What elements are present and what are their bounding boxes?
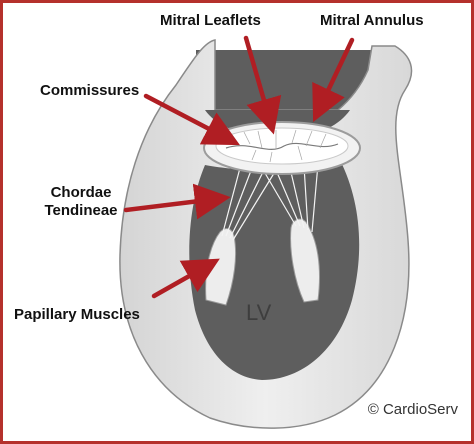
arrow-chordae-tendineae bbox=[123, 183, 231, 220]
arrow-papillary-muscles bbox=[151, 258, 220, 299]
label-chordae-line1: Chordae bbox=[50, 184, 112, 201]
arrow-commissures bbox=[143, 93, 240, 146]
label-papillary-muscles: Papillary Muscles bbox=[14, 306, 140, 323]
label-mitral-leaflets: Mitral Leaflets bbox=[160, 12, 261, 29]
label-lv: LV bbox=[246, 300, 272, 325]
label-mitral-annulus: Mitral Annulus bbox=[320, 12, 424, 29]
arrow-mitral-leaflets bbox=[243, 35, 282, 135]
arrow-mitral-annulus bbox=[312, 37, 355, 123]
mitral-leaflet-surface bbox=[215, 127, 349, 165]
label-commissures: Commissures bbox=[40, 82, 140, 99]
copyright-text: © CardioServ bbox=[367, 401, 458, 418]
label-chordae-tendineae: Chordae Tendineae bbox=[38, 184, 124, 220]
lv-cavity bbox=[189, 160, 360, 380]
leaflet-coaptation-line bbox=[225, 142, 339, 150]
chordae-tendineae bbox=[221, 163, 319, 241]
right-papillary-muscle bbox=[290, 218, 320, 303]
label-chordae-line2: Tendineae bbox=[44, 202, 118, 219]
